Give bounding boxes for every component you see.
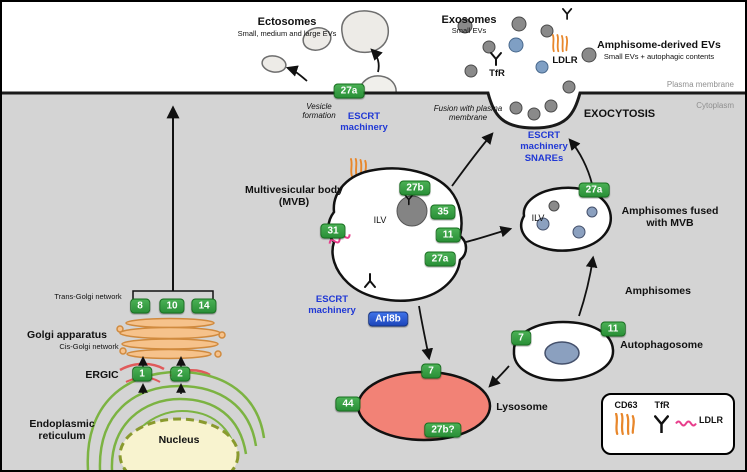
badge-11-autophagosome: 11	[600, 321, 626, 337]
legend-tfr-label: TfR	[654, 400, 670, 410]
badge-10-golgi: 10	[159, 298, 185, 314]
badge-7-autophagosome: 7	[511, 330, 531, 346]
plasma-membrane-line	[2, 91, 745, 130]
cytoplasm-label: Cytoplasm	[696, 101, 734, 110]
budding-vesicle	[358, 75, 397, 94]
golgi-stack	[116, 317, 226, 360]
ectosomes-subtitle: Small, medium and large EVs	[237, 29, 337, 38]
ilv-label-amphisome: ILV	[531, 213, 545, 223]
exosome-vesicles	[457, 16, 597, 121]
mvb-title: Multivesicular body (MVB)	[244, 184, 344, 209]
nucleus-label: Nucleus	[158, 434, 200, 446]
badge-27a-amphisome-fused: 27a	[578, 182, 610, 198]
ilv-vesicle	[396, 195, 428, 227]
amphisome-evs-title: Amphisome-derived EVs	[597, 39, 721, 51]
badge-27b-question-lysosome: 27b?	[424, 422, 462, 438]
amphisome-contents	[536, 200, 598, 239]
ectosomes-title: Ectosomes	[257, 16, 317, 28]
cd63-icon	[615, 413, 635, 435]
transport-arrows	[132, 48, 598, 394]
ergic-label: ERGIC	[85, 369, 119, 381]
tfr-icon	[490, 52, 502, 66]
badge-8-golgi: 8	[130, 298, 150, 314]
badge-44-lysosome: 44	[335, 396, 361, 412]
autophagic-cargo	[544, 341, 580, 365]
cis-golgi-label: Cis-Golgi network	[59, 342, 119, 351]
badge-27a-mvb: 27a	[424, 251, 456, 267]
escrt-machinery-label-left: ESCRT machinery	[340, 111, 388, 134]
mvb-body	[327, 167, 468, 302]
ectosome-vesicles	[261, 10, 390, 73]
escrt-machinery-label-mvb: ESCRT machinery	[308, 294, 356, 317]
amphisome-fused-mvb-body	[519, 186, 612, 252]
badge-14-golgi: 14	[191, 298, 217, 314]
amphisomes-label: Amphisomes	[625, 285, 691, 297]
badge-35-mvb: 35	[430, 204, 456, 220]
exosomes-title: Exosomes	[441, 14, 497, 26]
ldlr-icon	[328, 234, 351, 244]
plasma-membrane-label: Plasma membrane	[666, 80, 734, 89]
cd63-icon	[552, 34, 569, 53]
legend-ldlr-label: LDLR	[699, 415, 723, 425]
badge-27b-mvb: 27b	[399, 180, 431, 196]
tfr-icon	[364, 273, 376, 288]
fusion-with-membrane-label: Fusion with plasma membrane	[433, 104, 503, 123]
er-label: Endoplasmic reticulum	[29, 418, 95, 443]
amphisome-evs-subtitle: Small EVs + autophagic contents	[603, 52, 715, 61]
badge-7-lysosome: 7	[421, 363, 441, 379]
exocytosis-label: EXOCYTOSIS	[583, 108, 656, 120]
ldlr-label: LDLR	[552, 55, 578, 66]
badge-27a-plasma-membrane: 27a	[333, 83, 365, 99]
legend-box	[601, 393, 735, 455]
snares-label: SNAREs	[524, 153, 564, 164]
badge-arl8b: Arl8b	[368, 311, 408, 327]
tfr-label: TfR	[489, 68, 505, 79]
badge-31-mvb: 31	[320, 223, 346, 239]
tfr-icon	[562, 8, 573, 20]
exosomes-subtitle: Small EVs	[451, 26, 487, 35]
vesicle-formation-label: Vesicle formation	[302, 102, 336, 121]
badge-2-ergic: 2	[170, 366, 190, 382]
badge-11-mvb: 11	[435, 227, 461, 243]
lysosome-label: Lysosome	[496, 401, 548, 413]
autophagosome-label: Autophagosome	[620, 339, 703, 351]
badge-1-ergic: 1	[132, 366, 152, 382]
nucleus-body	[118, 417, 240, 470]
escrt-machinery-label-right: ESCRT machinery	[520, 130, 568, 153]
tfr-icon	[654, 415, 669, 433]
ilv-label-mvb: ILV	[373, 215, 387, 225]
legend-cd63-label: CD63	[614, 400, 638, 410]
amphisome-derived-vesicles	[508, 37, 549, 74]
tfr-icon	[404, 194, 414, 206]
golgi-apparatus-label: Golgi apparatus	[27, 329, 107, 341]
trans-golgi-label: Trans-Golgi network	[54, 292, 122, 301]
ldlr-icon	[675, 420, 697, 427]
amphisomes-fused-title: Amphisomes fused with MVB	[621, 205, 719, 230]
